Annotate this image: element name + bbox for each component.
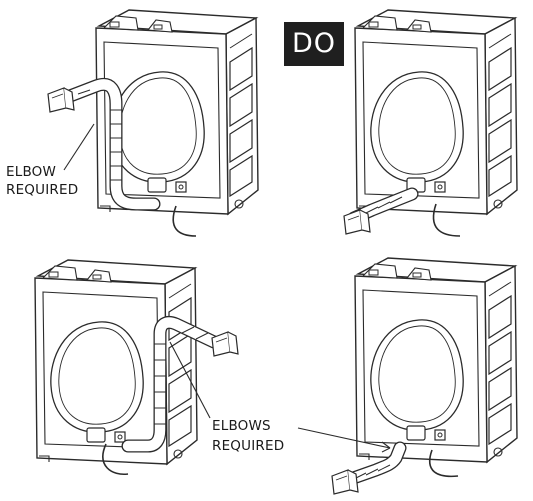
vent-hood-top-right [344,210,370,234]
elbows-label-line2: REQUIRED [212,438,284,454]
vent-hood-bottom-right [332,470,358,494]
do-badge: DO [284,22,344,66]
elbow-leader-line [64,124,94,170]
vent-hood-top-left [48,88,74,112]
elbow-label-line1: ELBOW [6,164,56,180]
elbows-label-line1: ELBOWS [212,418,271,434]
elbow-label-line2: REQUIRED [6,182,78,198]
vent-hood-bottom-left [212,332,238,356]
dryer-bottom-left [35,260,197,464]
dryer-bottom-right [355,258,517,462]
dryer-top-right [355,10,517,214]
